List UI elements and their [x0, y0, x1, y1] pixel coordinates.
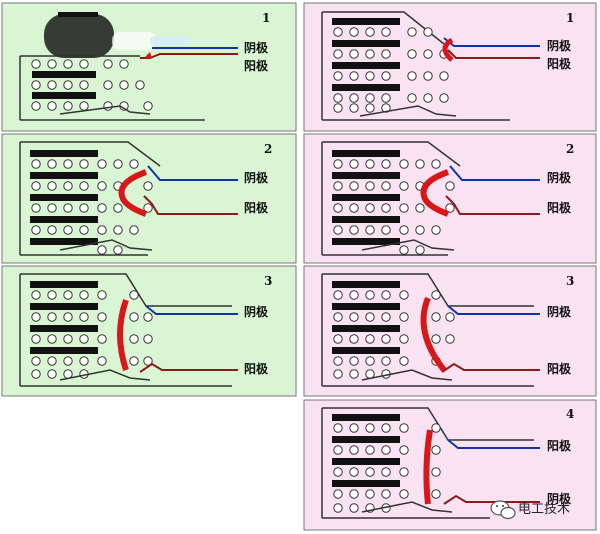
panel-number: 1: [262, 11, 270, 25]
panel-left-3: 3 阴极 阳极: [1, 265, 297, 397]
plate-stack: [332, 18, 449, 113]
panel-right-4: 4 阳极 阴极: [303, 399, 597, 531]
plate-stack: [30, 281, 153, 379]
plate-stack: [332, 414, 441, 513]
anode-label: 阳极: [244, 200, 269, 215]
cathode-label: 阴极: [547, 304, 572, 319]
cathode-label: 阴极: [547, 38, 572, 53]
panel-right-2: 2 阴极 阳极: [303, 133, 597, 264]
anode-label: 阳极: [547, 56, 572, 71]
cathode-label: 阴极: [547, 170, 572, 185]
cathode-label: 阳极: [547, 438, 572, 453]
panel-left-2: 2 阴极 阳极: [1, 133, 297, 264]
anode-label: 阳极: [244, 361, 269, 376]
plate-stack: [332, 281, 455, 379]
anode-label: 阴极: [547, 491, 572, 506]
watermark-text: 电工技术: [518, 502, 570, 517]
wechat-icon: [490, 500, 516, 520]
plate-stack: [332, 150, 455, 255]
panel-number: 3: [264, 274, 272, 288]
panel-number: 3: [566, 274, 574, 288]
panel-number: 4: [566, 407, 574, 421]
panel-left-1: 1 阴极 阳极: [1, 2, 297, 132]
anode-label: 阳极: [547, 200, 572, 215]
blurred-region: [44, 14, 190, 58]
panel-number: 2: [264, 142, 272, 156]
cathode-label: 阴极: [244, 170, 269, 185]
anode-label: 阳极: [244, 58, 269, 73]
panel-number: 2: [566, 142, 574, 156]
panel-right-3: 3 阴极 阳极: [303, 265, 597, 397]
cathode-label: 阴极: [244, 40, 269, 55]
panel-right-1: 1 阴极 阳极: [303, 2, 597, 132]
anode-label: 阳极: [547, 361, 572, 376]
plate-stack: [31, 59, 153, 111]
panel-number: 1: [566, 11, 574, 25]
watermark: 电工技术: [490, 500, 570, 520]
cathode-label: 阴极: [244, 304, 269, 319]
